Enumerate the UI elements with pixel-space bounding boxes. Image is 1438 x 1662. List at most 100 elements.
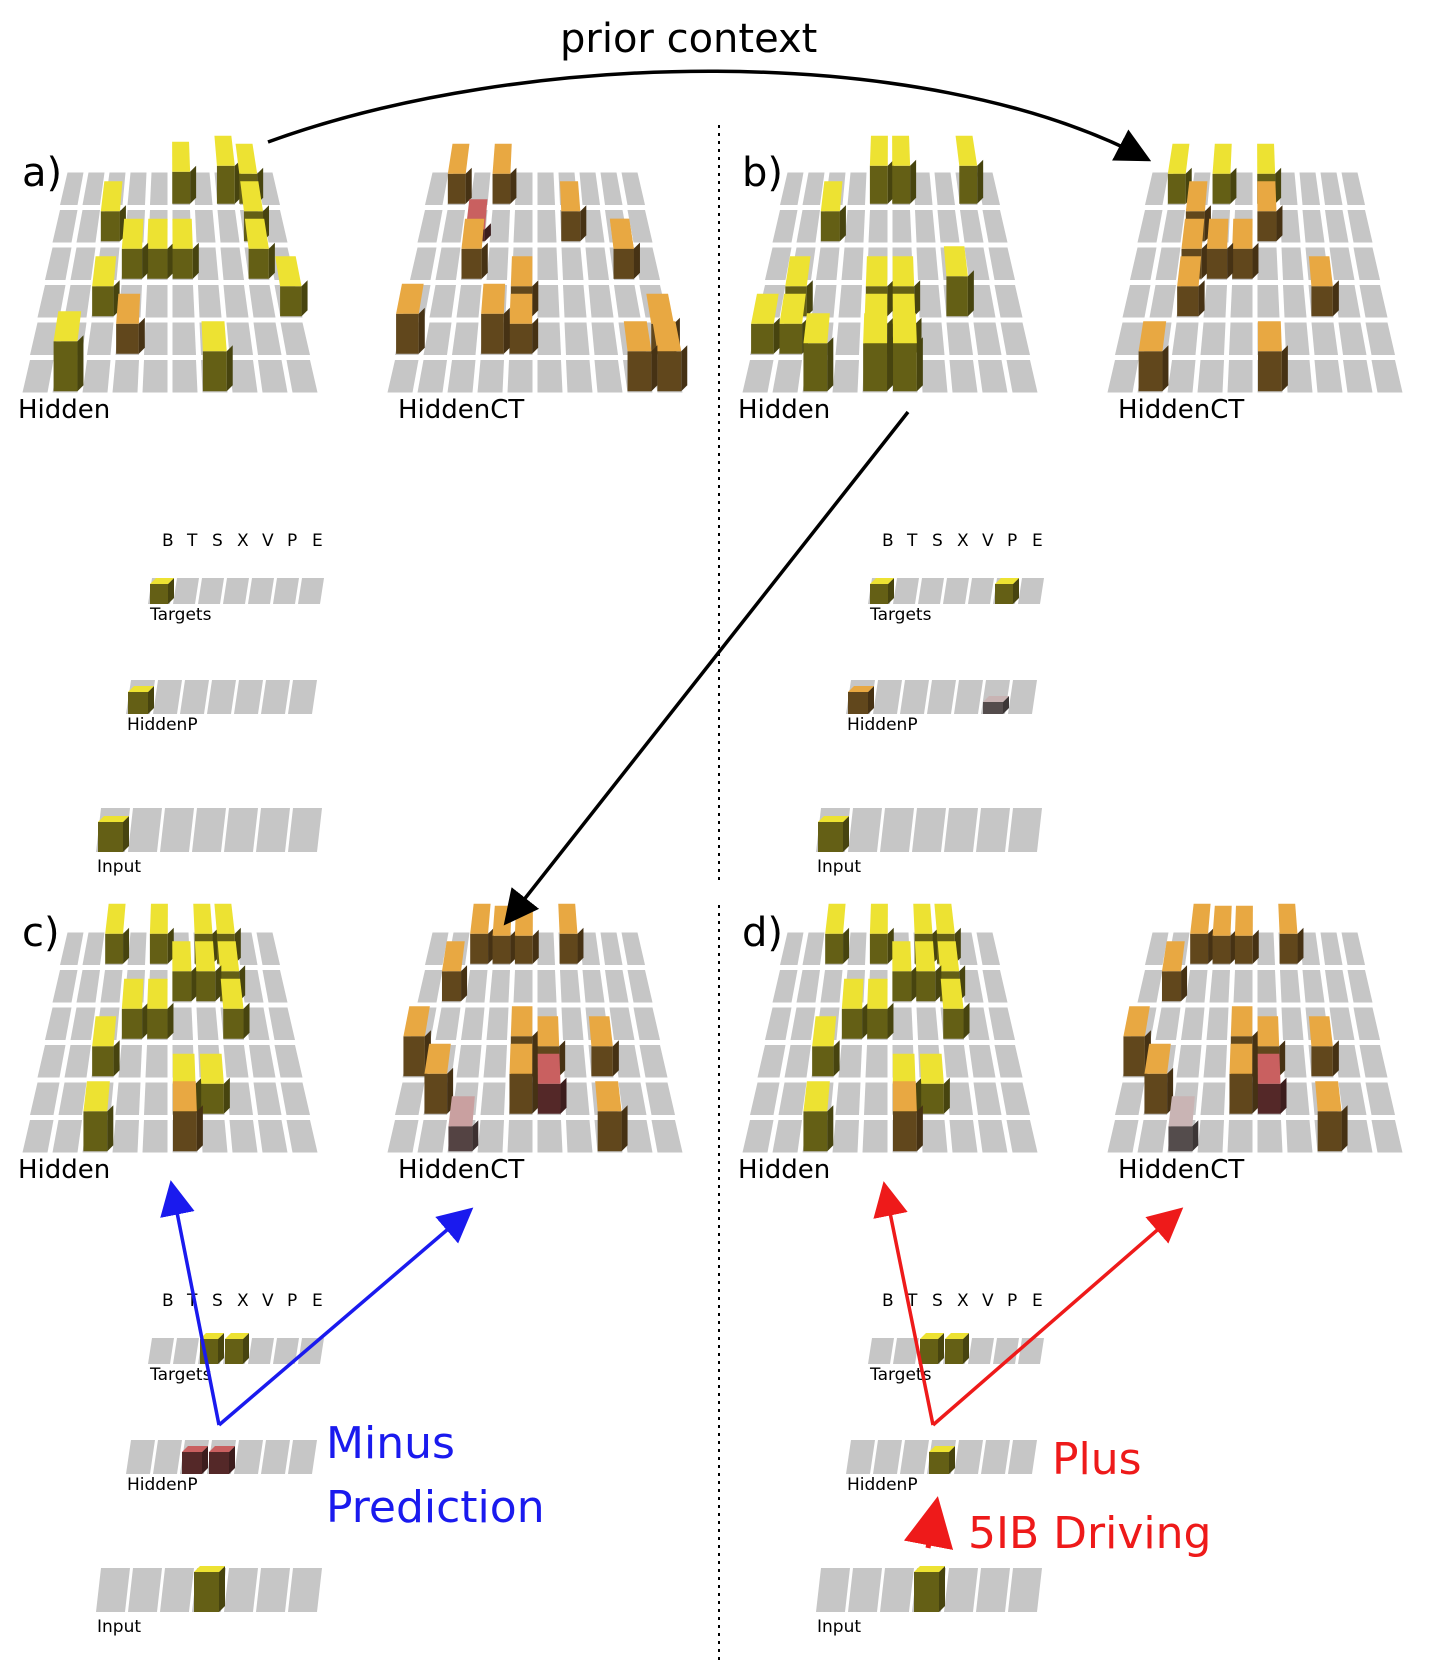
grid-cell [865,1045,888,1078]
strip-cell [298,578,324,604]
strip-cell [153,1440,182,1474]
panel-tag: b) [742,150,783,196]
target-letter: X [957,1291,969,1311]
unit-side [868,686,874,714]
unit-top [214,135,235,166]
unit-top [983,696,1009,702]
grid-cell [750,1082,780,1115]
unit-front [223,1008,244,1039]
grid-cell [802,932,825,965]
grid-cell [1137,1120,1167,1153]
unit-side [621,1105,628,1152]
grid-cell [100,970,123,1003]
unit-side [827,337,834,392]
grid-cell [988,247,1015,280]
unit-top [147,218,168,249]
unit-front [892,1111,917,1152]
unit-top [595,1081,622,1112]
unit-top [200,1333,224,1339]
unit-front [448,1126,473,1152]
unit-block [172,1081,203,1152]
unit-top [863,313,888,344]
unit-front [461,248,482,279]
grid-cell [456,285,482,318]
grid-cell [196,1007,219,1040]
unit-block [1232,218,1259,279]
unit-top [940,978,964,1009]
strip-cell [234,1440,263,1474]
strip-cell [248,1338,274,1364]
unit-front [559,933,578,964]
grid-cell [172,285,195,318]
unit-block [558,903,584,964]
grid-cell [70,247,96,280]
unit-top [128,686,154,692]
grid-cell [609,1007,635,1040]
unit-top [995,578,1019,584]
unit-side [167,927,174,964]
grid-cell [58,1082,87,1115]
grid-cell [651,1120,683,1153]
grid-cell [820,970,843,1003]
grid-cell [600,172,623,205]
grid-cell [1281,247,1304,280]
strip-cell [248,578,274,604]
grid-cell [1284,322,1310,355]
unit-block [1190,903,1215,964]
unit-block [869,903,894,964]
grid-cell [600,932,623,965]
grid-cell [772,360,802,393]
unit-top [892,1053,916,1084]
unit-side [196,1105,203,1152]
grid-cell [919,322,945,355]
unit-block [1257,1053,1287,1114]
unit-block [424,1043,454,1114]
grid-cell [1314,360,1343,393]
unit-front [995,584,1013,604]
grid-cell [537,210,557,243]
unit-top [1212,143,1232,174]
grid-cell [172,360,198,393]
unit-top [121,218,144,249]
unit-side [577,927,584,964]
unit-block [892,135,917,204]
grid-cell [1172,322,1199,355]
grid-cell [835,1082,861,1115]
unit-top [934,903,955,934]
unit-block [509,1043,539,1114]
grid-cell [262,970,288,1003]
strip-cell [273,578,299,604]
grid-cell [1176,1045,1202,1078]
grid-cell [790,1007,816,1040]
grid-cell [52,210,78,243]
grid-cell [387,1120,419,1153]
strip-cell [944,1568,978,1612]
grid-cell [1197,360,1224,393]
grid-cell [1284,1082,1310,1115]
input-strip [816,1566,1042,1612]
unit-front [182,1452,202,1474]
grid-cell [982,210,1008,243]
unit-top [559,181,581,212]
grid-cell [1155,247,1181,280]
grid-cell [1347,210,1373,243]
unit-front [201,1083,224,1114]
unit-top [955,135,978,166]
unit-top [1181,218,1205,249]
grid-cell [76,210,100,243]
unit-front [92,286,114,317]
unit-block [147,218,174,279]
grid-cell [1227,360,1253,393]
strip-cell [912,808,946,852]
grid-cell [286,1120,318,1153]
unit-front [121,1008,143,1039]
target-letter: B [162,531,174,551]
grid-cell [45,247,72,280]
grid-cell [778,1082,807,1115]
unit-front [1144,1073,1168,1114]
unit-front [396,313,419,354]
unit-front [147,1008,168,1039]
grid-cell [452,322,479,355]
unit-block [1257,321,1288,392]
unit-top [867,978,888,1009]
